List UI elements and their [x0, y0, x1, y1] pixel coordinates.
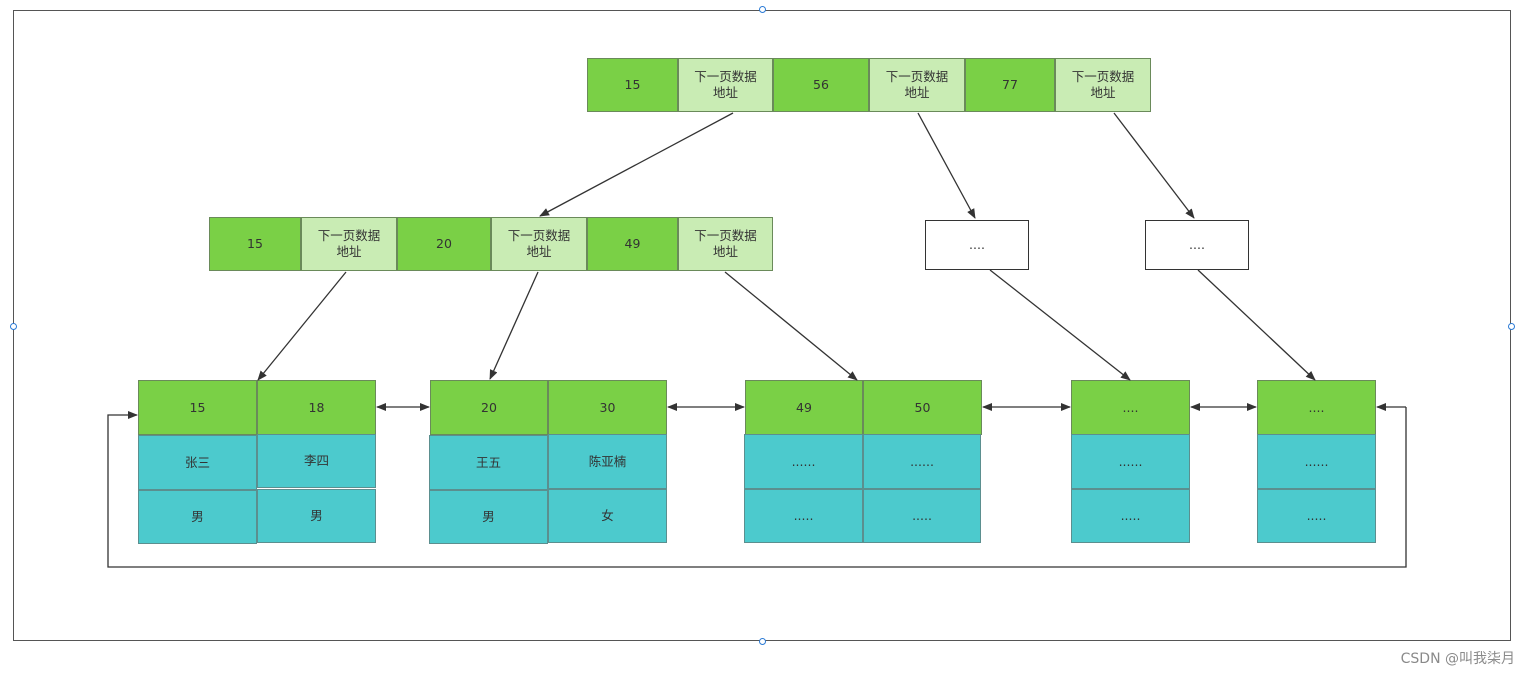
root-key-1: 15	[587, 58, 678, 112]
leaf2-row1-col2: 陈亚楠	[548, 434, 667, 489]
leaf3-row2-col1: .....	[744, 489, 863, 543]
arrow-internal-to-leaf2	[489, 271, 539, 380]
leaf5-key-1: ....	[1257, 380, 1376, 435]
leaf3-row2-col2: .....	[863, 489, 981, 543]
leaf1-row2-col2: 男	[257, 489, 376, 543]
leaf1-row2-col1: 男	[138, 490, 257, 544]
arrow-root-to-placeholder-2	[1113, 112, 1195, 219]
arrow-root-to-placeholder-1	[917, 112, 976, 219]
resize-handle-bottom[interactable]	[759, 638, 766, 645]
placeholder-node-2: ....	[1145, 220, 1249, 270]
root-key-3: 77	[965, 58, 1055, 112]
internal-pointer-3: 下一页数据 地址	[678, 217, 773, 271]
leaf1-row1-col1: 张三	[138, 435, 257, 490]
leaf5-row2-col1: .....	[1257, 489, 1376, 543]
root-pointer-1: 下一页数据 地址	[678, 58, 773, 112]
internal-pointer-1: 下一页数据 地址	[301, 217, 397, 271]
watermark: CSDN @叫我柒月	[1400, 651, 1515, 667]
leaf1-key-1: 15	[138, 380, 257, 435]
leaf3-row1-col1: ......	[744, 434, 863, 489]
arrow-placeholder2-to-leaf5	[1197, 269, 1316, 381]
leaf5-row1-col1: ......	[1257, 434, 1376, 489]
leaf4-row1-col1: ......	[1071, 434, 1190, 489]
internal-key-2: 20	[397, 217, 491, 271]
arrow-placeholder1-to-leaf4	[989, 269, 1131, 381]
arrow-internal-to-leaf3	[724, 271, 858, 381]
leaf3-row1-col2: ......	[863, 434, 981, 489]
internal-key-3: 49	[587, 217, 678, 271]
leaf2-row1-col1: 王五	[429, 435, 548, 490]
resize-handle-top[interactable]	[759, 6, 766, 13]
arrow-internal-to-leaf1	[257, 271, 347, 381]
root-pointer-2: 下一页数据 地址	[869, 58, 965, 112]
leaf3-key-2: 50	[863, 380, 982, 435]
root-pointer-3: 下一页数据 地址	[1055, 58, 1151, 112]
placeholder-node-1: ....	[925, 220, 1029, 270]
root-key-2: 56	[773, 58, 869, 112]
resize-handle-right[interactable]	[1508, 323, 1515, 330]
link-wraparound-left	[107, 407, 1407, 568]
leaf2-key-1: 20	[430, 380, 548, 435]
leaf2-row2-col1: 男	[429, 490, 548, 544]
leaf2-row2-col2: 女	[548, 489, 667, 543]
resize-handle-left[interactable]	[10, 323, 17, 330]
arrow-root-to-internal	[539, 112, 734, 217]
leaf4-row2-col1: .....	[1071, 489, 1190, 543]
leaf1-row1-col2: 李四	[257, 434, 376, 488]
internal-key-1: 15	[209, 217, 301, 271]
internal-pointer-2: 下一页数据 地址	[491, 217, 587, 271]
